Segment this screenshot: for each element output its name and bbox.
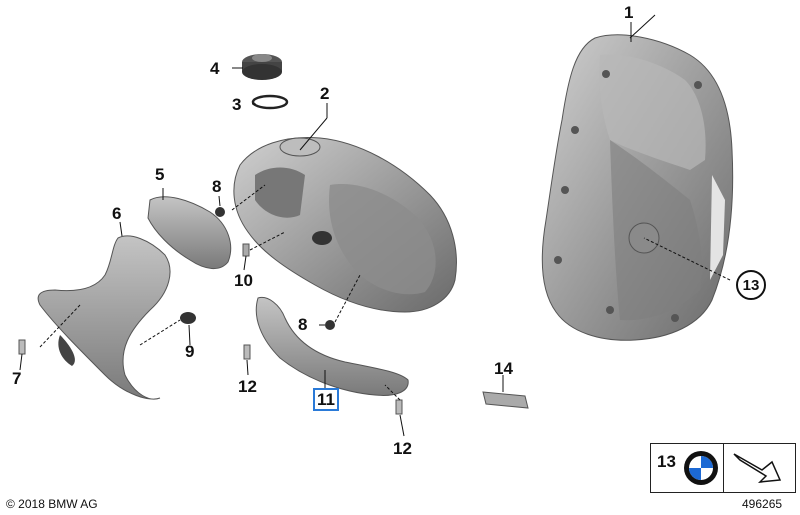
callout-7: 7	[12, 369, 22, 388]
part-4-grommet	[242, 54, 282, 80]
part-5-small-cover	[147, 196, 232, 269]
part-6-side-panel	[37, 235, 171, 400]
callout-9: 9	[185, 342, 195, 361]
callout-8-upper: 8	[212, 177, 222, 196]
legend-number: 13	[657, 452, 676, 471]
callout-3: 3	[232, 95, 242, 114]
part-12-screw-right	[395, 399, 403, 415]
copyright-text: © 2018 BMW AG	[6, 497, 98, 511]
part-11-lower-trim	[255, 296, 409, 396]
part-7-screw	[18, 339, 26, 355]
part-8-nut-upper	[215, 207, 225, 217]
part-3-seal-ring	[251, 94, 289, 110]
part-2-tank	[233, 136, 457, 313]
callout-8-lower: 8	[298, 315, 308, 334]
part-1-cover	[541, 34, 734, 341]
part-9-plug	[180, 312, 196, 324]
bmw-roundel-icon	[684, 451, 718, 485]
leader-lines	[19, 14, 731, 437]
callout-5: 5	[155, 165, 165, 184]
legend-box: 13	[650, 443, 796, 493]
callout-2: 2	[320, 84, 330, 103]
legend-divider	[723, 444, 724, 492]
callout-4: 4	[210, 59, 220, 78]
callout-13: 13	[736, 270, 766, 300]
callout-11-highlighted[interactable]: 11	[313, 388, 339, 411]
callout-10: 10	[234, 271, 253, 290]
part-12-screw-left	[243, 344, 251, 360]
diagram-number: 496265	[742, 497, 783, 511]
callout-6: 6	[112, 204, 122, 223]
part-8-nut-lower	[325, 320, 335, 330]
callout-1: 1	[624, 3, 634, 22]
callout-12-left: 12	[238, 377, 257, 396]
part-14-clip	[482, 391, 529, 409]
part-10-screw	[242, 243, 250, 257]
arrow-symbol-icon	[733, 453, 782, 483]
callout-14: 14	[494, 359, 513, 378]
callout-12-right: 12	[393, 439, 412, 458]
